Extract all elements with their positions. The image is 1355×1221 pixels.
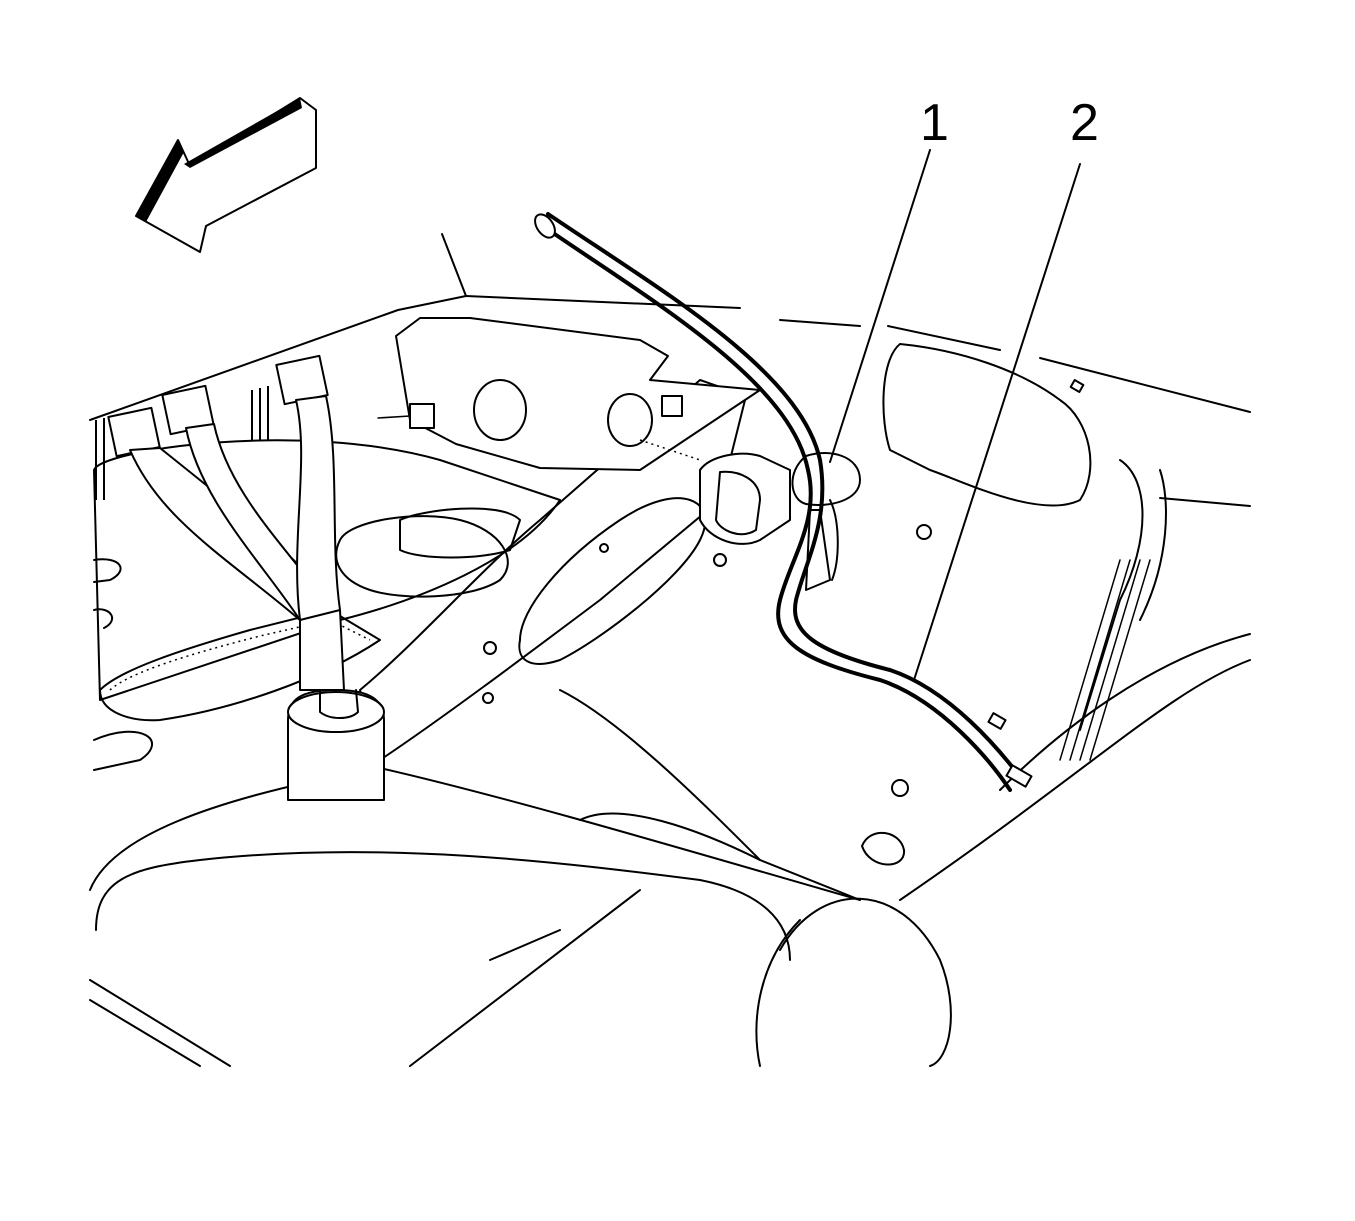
harness-clip-and-connector: [699, 452, 861, 591]
hose-assembly: [95, 354, 385, 801]
upper-mount-bracket: [377, 317, 761, 471]
fuel-tank-outline: [89, 689, 952, 1067]
wiring-harness: [534, 212, 1033, 792]
callout-label-1: 1: [920, 94, 949, 152]
forward-direction-arrow-icon: [135, 97, 317, 253]
leader-lines: [829, 149, 1081, 681]
callout-label-2: 2: [1070, 94, 1099, 152]
side-rail-panel: [861, 343, 1167, 866]
leader-line-1: [829, 149, 931, 463]
body-panel-lines: [89, 233, 1251, 901]
leader-line-2: [913, 163, 1081, 681]
